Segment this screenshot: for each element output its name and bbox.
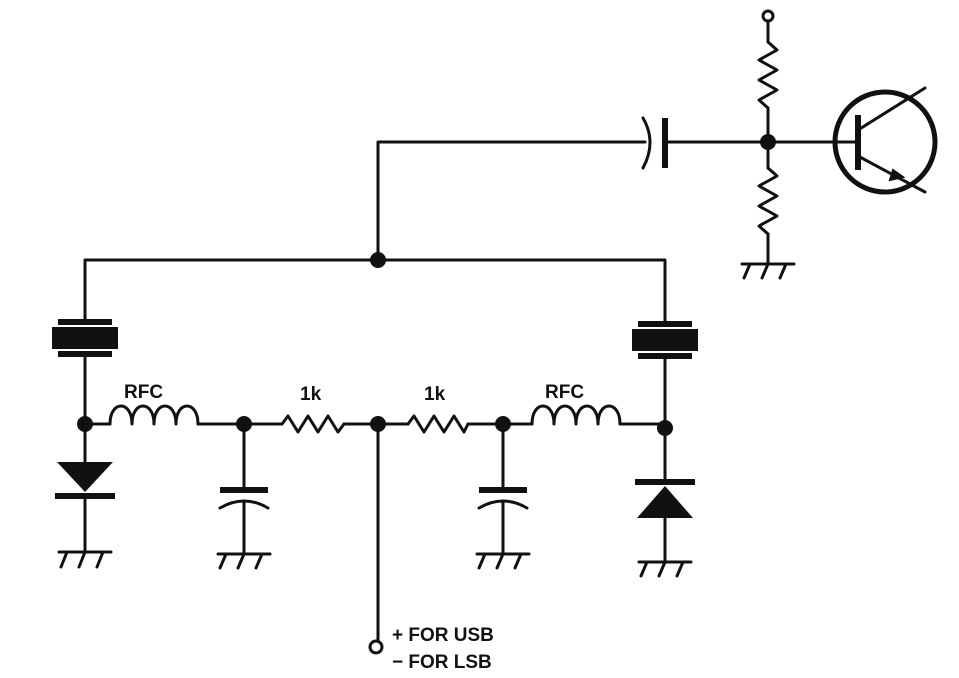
r-left-label: 1k (300, 384, 322, 405)
lower-network (77, 404, 673, 436)
ground-symbol (57, 550, 113, 569)
transistor (766, 86, 938, 195)
ground-symbol (740, 262, 796, 280)
left-bypass-capacitor (216, 422, 272, 570)
lsb-note: − FOR LSB (392, 652, 492, 673)
bias-input-terminal (368, 639, 384, 655)
lower-bias-resistor (757, 166, 779, 236)
right-bypass-capacitor (475, 422, 531, 570)
bias-input-lead (368, 422, 384, 655)
crystal-bus (83, 252, 667, 324)
left-varactor-diode (55, 422, 115, 569)
right-rfc-inductor (530, 404, 622, 426)
r-right-label: 1k (424, 384, 446, 405)
left-1k-resistor (280, 414, 346, 434)
top-feed-wire (376, 140, 647, 262)
ground-symbol (475, 552, 531, 570)
right-varactor-diode (635, 426, 695, 578)
right-1k-resistor (406, 414, 470, 434)
center-node (370, 252, 386, 268)
rfc-right-label: RFC (545, 382, 584, 403)
right-crystal (632, 321, 698, 430)
usb-note: + FOR USB (392, 625, 494, 646)
coupling-capacitor (641, 116, 767, 170)
left-rfc-inductor (108, 404, 200, 426)
left-crystal (52, 319, 118, 426)
ground-symbol (216, 552, 272, 570)
bias-network (740, 9, 796, 280)
ground-symbol (637, 560, 693, 578)
rfc-left-label: RFC (124, 382, 163, 403)
upper-bias-resistor (757, 40, 779, 110)
